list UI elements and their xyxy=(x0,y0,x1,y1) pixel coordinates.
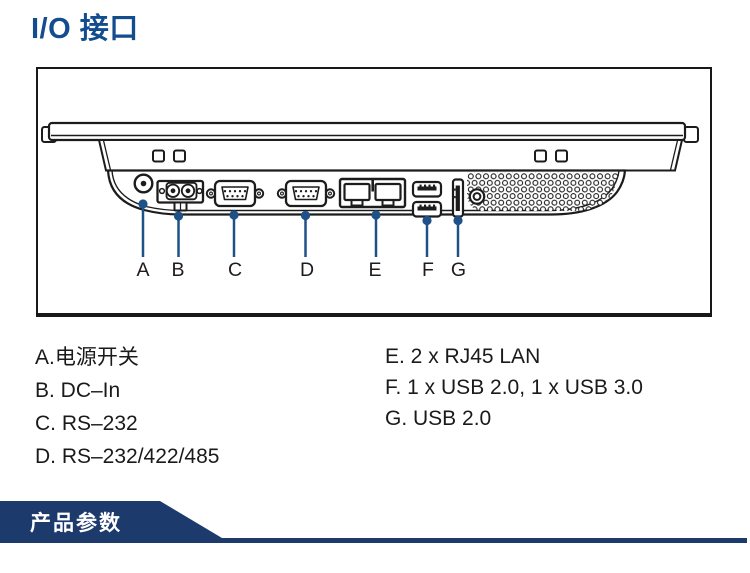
port-letter-f: F xyxy=(422,259,434,281)
port-letter-e: E xyxy=(368,259,381,281)
io-diagram-box: A B C D E F G xyxy=(36,67,712,317)
vent-grille xyxy=(467,172,618,211)
legend-item-usb-2-3: F. 1 x USB 2.0, 1 x USB 3.0 xyxy=(385,376,643,399)
legend-item-rj45-lan: E. 2 x RJ45 LAN xyxy=(385,345,541,368)
legend-item-dc-in: B. DC–In xyxy=(35,379,121,402)
power-switch-port xyxy=(133,173,154,194)
usb-port-stack xyxy=(411,180,443,218)
serial-port-rs232-422-485 xyxy=(276,179,336,208)
legend-right-column: E. 2 x RJ45 LAN F. 1 x USB 2.0, 1 x USB … xyxy=(385,341,643,434)
legend-left-column: A.电源开关 B. DC–In C. RS–232 D. RS–232/422/… xyxy=(35,341,219,473)
dc-in-port xyxy=(156,179,205,212)
section-banner-label: 产品参数 xyxy=(30,512,122,535)
leader-dots xyxy=(138,199,463,226)
section-banner: 产品参数 xyxy=(0,501,747,543)
legend-item-usb-2: G. USB 2.0 xyxy=(385,407,492,430)
legend-item-power-switch: A.电源开关 xyxy=(35,346,139,369)
round-jack xyxy=(468,188,486,205)
legend-item-rs232-422-485: D. RS–232/422/485 xyxy=(35,445,220,468)
port-letter-d: D xyxy=(300,259,314,281)
device-bezel xyxy=(97,139,684,172)
legend-item-rs232: C. RS–232 xyxy=(35,412,138,435)
device-drawing: A B C D E F G xyxy=(41,121,699,281)
port-letter-a: A xyxy=(136,259,149,281)
lan-port-rj45 xyxy=(338,177,407,209)
page-title: I/O 接口 xyxy=(31,13,139,45)
usb-port-vertical xyxy=(451,178,465,218)
port-letter-c: C xyxy=(228,259,242,281)
port-letter-g: G xyxy=(451,259,466,281)
port-leaders: A B C D E F G xyxy=(136,199,466,281)
port-letter-b: B xyxy=(171,259,184,281)
serial-port-rs232 xyxy=(205,179,265,208)
